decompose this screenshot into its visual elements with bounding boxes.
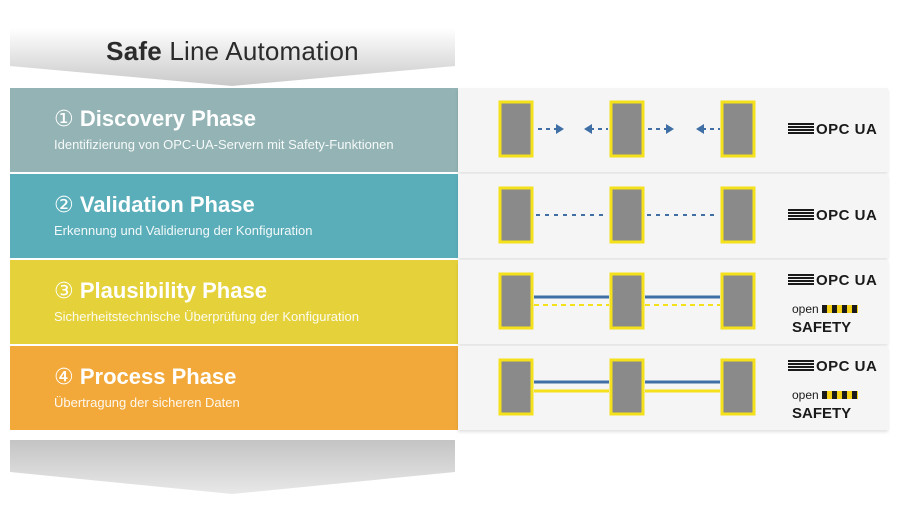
title-bold: Safe bbox=[106, 36, 162, 66]
header-chevron: Safe Line Automation bbox=[10, 28, 455, 86]
open-safety-top: open bbox=[792, 388, 819, 402]
device-box bbox=[720, 358, 756, 416]
phase-title: ① Discovery Phase bbox=[54, 106, 256, 132]
arrow-right-icon bbox=[556, 124, 564, 134]
opc-ua-stripes-icon bbox=[788, 123, 814, 135]
opc-ua-text: OPC UA bbox=[816, 121, 878, 138]
opc-ua-logo: OPC UA bbox=[788, 358, 877, 375]
footer-chevron bbox=[10, 440, 455, 500]
phase-subtitle: Übertragung der sicheren Daten bbox=[54, 395, 240, 410]
opc-ua-text: OPC UA bbox=[816, 358, 878, 375]
phase-title-text: Plausibility Phase bbox=[79, 278, 267, 303]
phase-number: ④ bbox=[54, 364, 74, 389]
phase-title-text: Process Phase bbox=[79, 364, 237, 389]
opc-ua-stripes-icon bbox=[788, 209, 814, 221]
title-rest: Line Automation bbox=[161, 36, 359, 66]
phase-diagram-plausibility: OPC UA open SAFETY bbox=[458, 260, 888, 344]
opc-ua-logo: OPC UA bbox=[788, 121, 877, 138]
phase-number: ① bbox=[54, 106, 74, 131]
phase-title: ③ Plausibility Phase bbox=[54, 278, 267, 304]
phase-label-plausibility: ③ Plausibility Phase Sicherheitstechnisc… bbox=[10, 260, 458, 344]
device-box bbox=[720, 272, 756, 330]
phase-row-plausibility: ③ Plausibility Phase Sicherheitstechnisc… bbox=[10, 260, 888, 344]
device-box bbox=[720, 186, 756, 244]
phase-title-text: Validation Phase bbox=[79, 192, 255, 217]
page-title: Safe Line Automation bbox=[10, 36, 455, 67]
opc-ua-text: OPC UA bbox=[816, 272, 878, 289]
opc-ua-logo: OPC UA bbox=[788, 207, 877, 224]
device-box bbox=[498, 100, 534, 158]
arrow-right-icon bbox=[666, 124, 674, 134]
phase-subtitle: Identifizierung von OPC-UA-Servern mit S… bbox=[54, 137, 394, 152]
device-box bbox=[609, 100, 645, 158]
open-safety-logo: open SAFETY bbox=[792, 386, 862, 422]
open-safety-bottom: SAFETY bbox=[792, 319, 852, 336]
opc-ua-stripes-icon bbox=[788, 274, 814, 286]
device-box bbox=[609, 272, 645, 330]
open-safety-bottom: SAFETY bbox=[792, 405, 852, 422]
phase-subtitle: Sicherheitstechnische Überprüfung der Ko… bbox=[54, 309, 359, 324]
phase-label-discovery: ① Discovery Phase Identifizierung von OP… bbox=[10, 88, 458, 172]
phase-title-text: Discovery Phase bbox=[79, 106, 256, 131]
device-box bbox=[720, 100, 756, 158]
phase-title: ④ Process Phase bbox=[54, 364, 236, 390]
device-box bbox=[609, 186, 645, 244]
open-safety-logo: open SAFETY bbox=[792, 300, 862, 336]
device-box bbox=[498, 272, 534, 330]
phase-number: ③ bbox=[54, 278, 74, 303]
phase-label-validation: ② Validation Phase Erkennung und Validie… bbox=[10, 174, 458, 258]
device-box bbox=[609, 358, 645, 416]
phase-title: ② Validation Phase bbox=[54, 192, 255, 218]
device-box bbox=[498, 186, 534, 244]
device-box bbox=[498, 358, 534, 416]
phase-subtitle: Erkennung und Validierung der Konfigurat… bbox=[54, 223, 313, 238]
opc-ua-logo: OPC UA bbox=[788, 272, 877, 289]
open-safety-top: open bbox=[792, 302, 819, 316]
arrow-left-icon bbox=[696, 124, 704, 134]
open-safety-bar-icon bbox=[821, 305, 858, 313]
arrow-left-icon bbox=[584, 124, 592, 134]
phase-diagram-discovery: OPC UA bbox=[458, 88, 888, 172]
phase-row-discovery: ① Discovery Phase Identifizierung von OP… bbox=[10, 88, 888, 172]
phase-row-validation: ② Validation Phase Erkennung und Validie… bbox=[10, 174, 888, 258]
opc-ua-text: OPC UA bbox=[816, 207, 878, 224]
phase-label-process: ④ Process Phase Übertragung der sicheren… bbox=[10, 346, 458, 430]
phase-number: ② bbox=[54, 192, 74, 217]
open-safety-bar-icon bbox=[821, 391, 858, 399]
opc-ua-stripes-icon bbox=[788, 360, 814, 372]
phase-diagram-process: OPC UA open SAFETY bbox=[458, 346, 888, 430]
phase-diagram-validation: OPC UA bbox=[458, 174, 888, 258]
phase-row-process: ④ Process Phase Übertragung der sicheren… bbox=[10, 346, 888, 430]
